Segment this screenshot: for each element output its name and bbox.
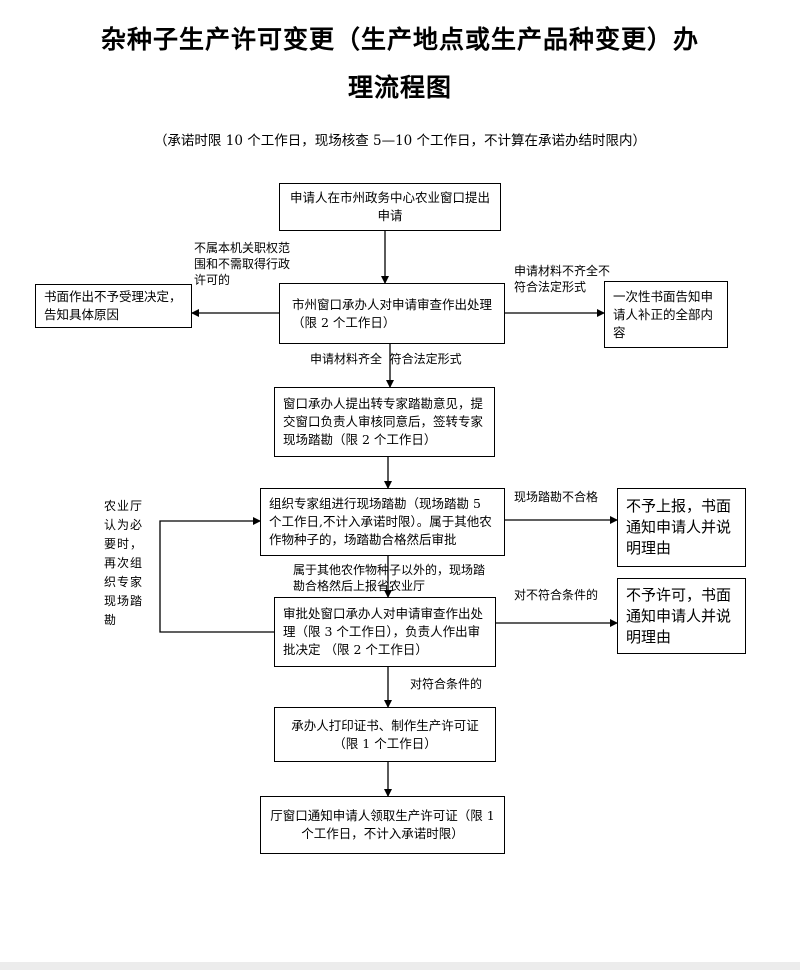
node-not-reported: 不予上报，书面通知申请人并说明理由 (617, 488, 746, 567)
label-reinspect: 农业厅认为必要时，再次组织专家现场踏勘 (104, 499, 144, 627)
node-print-cert: 承办人打印证书、制作生产许可证（限 1 个工作日） (274, 707, 496, 762)
label-noncompliant: 对不符合条件的 (514, 588, 599, 602)
arrow-reinspect-loop (159, 517, 274, 633)
node-supplement: 一次性书面告知申请人补正的全部内容 (604, 281, 728, 348)
page-bottom-bar (0, 962, 800, 970)
label-inspection-failed: 现场踏勘不合格 (514, 490, 599, 504)
node-not-permitted: 不予许可，书面通知申请人并说明理由 (617, 578, 746, 654)
subtitle: （承诺时限 10 个工作日，现场核查 5—10 个工作日，不计算在承诺办结时限内… (153, 133, 647, 149)
node-reject: 书面作出不予受理决定，告知具体原因 (35, 284, 192, 328)
label-compliant: 对符合条件的 (410, 677, 483, 691)
label-out-of-scope: 不属本机关职权范围和不需取得行政许可的 (194, 241, 291, 287)
node-notify-collect: 厅窗口通知申请人领取生产许可证（限 1 个工作日，不计入承诺时限） (260, 796, 505, 854)
node-expert-transfer: 窗口承办人提出转专家踏勘意见，提交窗口负责人审核同意后，签转专家现场踏勘（限 2… (274, 387, 495, 457)
label-other-crops: 属于其他农作物种子以外的，现场踏勘合格然后上报省农业厅 (293, 563, 486, 593)
node-apply: 申请人在市州政务中心农业窗口提出申请 (279, 183, 501, 231)
page-title: 杂种子生产许可变更（生产地点或生产品种变更）办 (100, 25, 699, 54)
node-field-inspection: 组织专家组进行现场踏勘（现场踏勘 5 个工作日,不计入承诺时限）。属于其他农作物… (260, 488, 505, 556)
node-approval: 审批处窗口承办人对申请审查作出处理（限 3 个工作日），负责人作出审批决定 （限… (274, 597, 496, 667)
page-title-line2: 理流程图 (347, 73, 452, 102)
label-complete: 申请材料齐全 符合法定形式 (310, 352, 462, 366)
label-incomplete: 申请材料不齐全不符合法定形式 (514, 264, 611, 294)
node-review: 市州窗口承办人对申请审查作出处理（限 2 个工作日） (279, 283, 505, 344)
